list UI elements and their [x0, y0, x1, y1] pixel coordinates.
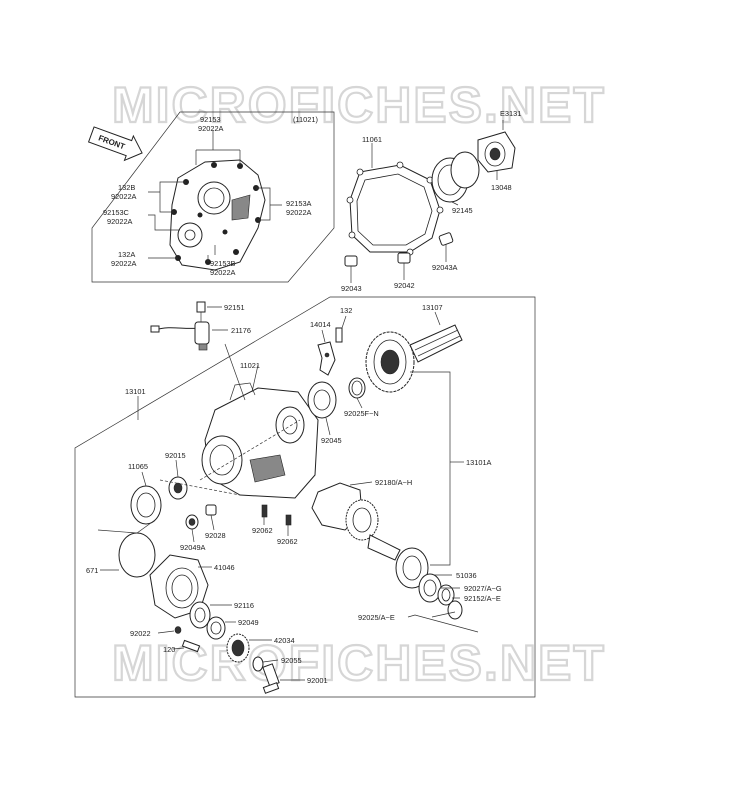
sensor-21176 — [150, 301, 210, 351]
label-92022: 92022 — [130, 629, 151, 638]
label-42034: 42034 — [274, 636, 295, 645]
shim-92027 — [418, 573, 463, 620]
bracket-14014 — [317, 327, 343, 376]
label-92062-b: 92062 — [277, 537, 298, 546]
bolt-120 — [181, 639, 201, 653]
label-92043: 92043 — [341, 284, 362, 293]
pin-92062-a — [261, 504, 268, 518]
label-92027: 92027/A~G — [464, 584, 502, 593]
label-13107: 13107 — [422, 303, 443, 312]
washer-92022 — [174, 626, 182, 634]
housing-11021 — [201, 382, 319, 499]
label-92153c: 92153C — [103, 208, 130, 217]
watermark-top: MICROFICHES.NET — [112, 77, 606, 133]
label-92151: 92151 — [224, 303, 245, 312]
label-11061: 11061 — [362, 135, 382, 144]
ref-11021: (11021) — [293, 115, 318, 124]
label-51036: 51036 — [456, 571, 477, 580]
coupler-13048 — [477, 131, 516, 173]
label-92022a-153c: 92022A — [107, 217, 133, 226]
o-ring-92055 — [252, 656, 264, 672]
label-e3131: E3131 — [500, 109, 521, 118]
ring-gear-13107 — [365, 324, 463, 393]
label-92022a-153b: 92022A — [210, 268, 236, 277]
label-92049: 92049 — [238, 618, 259, 627]
housing-41046 — [149, 554, 209, 619]
label-11021: 11021 — [240, 361, 260, 370]
pinion-gear — [345, 499, 401, 561]
label-41046: 41046 — [214, 563, 235, 572]
label-92022a-153a: 92022A — [286, 208, 312, 217]
bearing-92045 — [307, 381, 337, 419]
gasket-11061 — [346, 161, 444, 256]
bearing-51036 — [395, 547, 429, 589]
shim-92025f-n — [348, 377, 366, 399]
nut-92015 — [168, 476, 188, 500]
label-92180: 92180/A~H — [375, 478, 412, 487]
label-92153: 92153 — [200, 115, 221, 124]
label-13101a: 13101A — [466, 458, 492, 467]
collar-92028 — [205, 504, 217, 516]
front-arrow-icon: FRONT — [87, 126, 143, 162]
bearing-11065 — [130, 485, 162, 525]
label-92025-a-e: 92025/A~E — [358, 613, 395, 622]
label-92055: 92055 — [281, 656, 302, 665]
label-92001: 92001 — [307, 676, 328, 685]
label-92045: 92045 — [321, 436, 342, 445]
label-92022a-top: 92022A — [198, 124, 224, 133]
bearing-92145 — [431, 151, 480, 203]
dowel-pins — [344, 232, 454, 267]
label-92153b: 92153B — [210, 259, 236, 268]
label-13101: 13101 — [125, 387, 146, 396]
label-132: 132 — [340, 306, 352, 315]
label-120: 120 — [163, 645, 175, 654]
label-132a: 132A — [118, 250, 135, 259]
coupling-42034 — [226, 633, 250, 663]
label-92049a: 92049A — [180, 543, 206, 552]
label-92028: 92028 — [205, 531, 226, 540]
label-92042: 92042 — [394, 281, 415, 290]
bearing-92116 — [189, 601, 211, 629]
cover-group-outline — [91, 111, 335, 283]
seal-92049 — [206, 616, 226, 640]
label-92116: 92116 — [234, 601, 254, 610]
label-13048: 13048 — [491, 183, 512, 192]
label-92015: 92015 — [165, 451, 186, 460]
label-92062-a: 92062 — [252, 526, 273, 535]
label-92145: 92145 — [452, 206, 473, 215]
label-92022a-132b: 92022A — [111, 192, 137, 201]
cover-plate — [169, 159, 266, 271]
main-group-outline — [74, 296, 536, 698]
label-11065: 11065 — [128, 462, 148, 471]
bolt-92001 — [262, 663, 280, 694]
pin-92062-b — [285, 514, 292, 526]
label-132b: 132B — [118, 183, 135, 192]
label-92043a: 92043A — [432, 263, 458, 272]
label-92022a-132a: 92022A — [111, 259, 137, 268]
label-21176: 21176 — [231, 326, 251, 335]
label-14014: 14014 — [310, 320, 331, 329]
label-671: 671 — [86, 566, 98, 575]
seal-92049a — [185, 514, 199, 530]
label-92153a: 92153A — [286, 199, 312, 208]
o-ring-671 — [118, 532, 156, 578]
label-92152: 92152/A~E — [464, 594, 501, 603]
label-92025f-n: 92025F~N — [344, 409, 379, 418]
